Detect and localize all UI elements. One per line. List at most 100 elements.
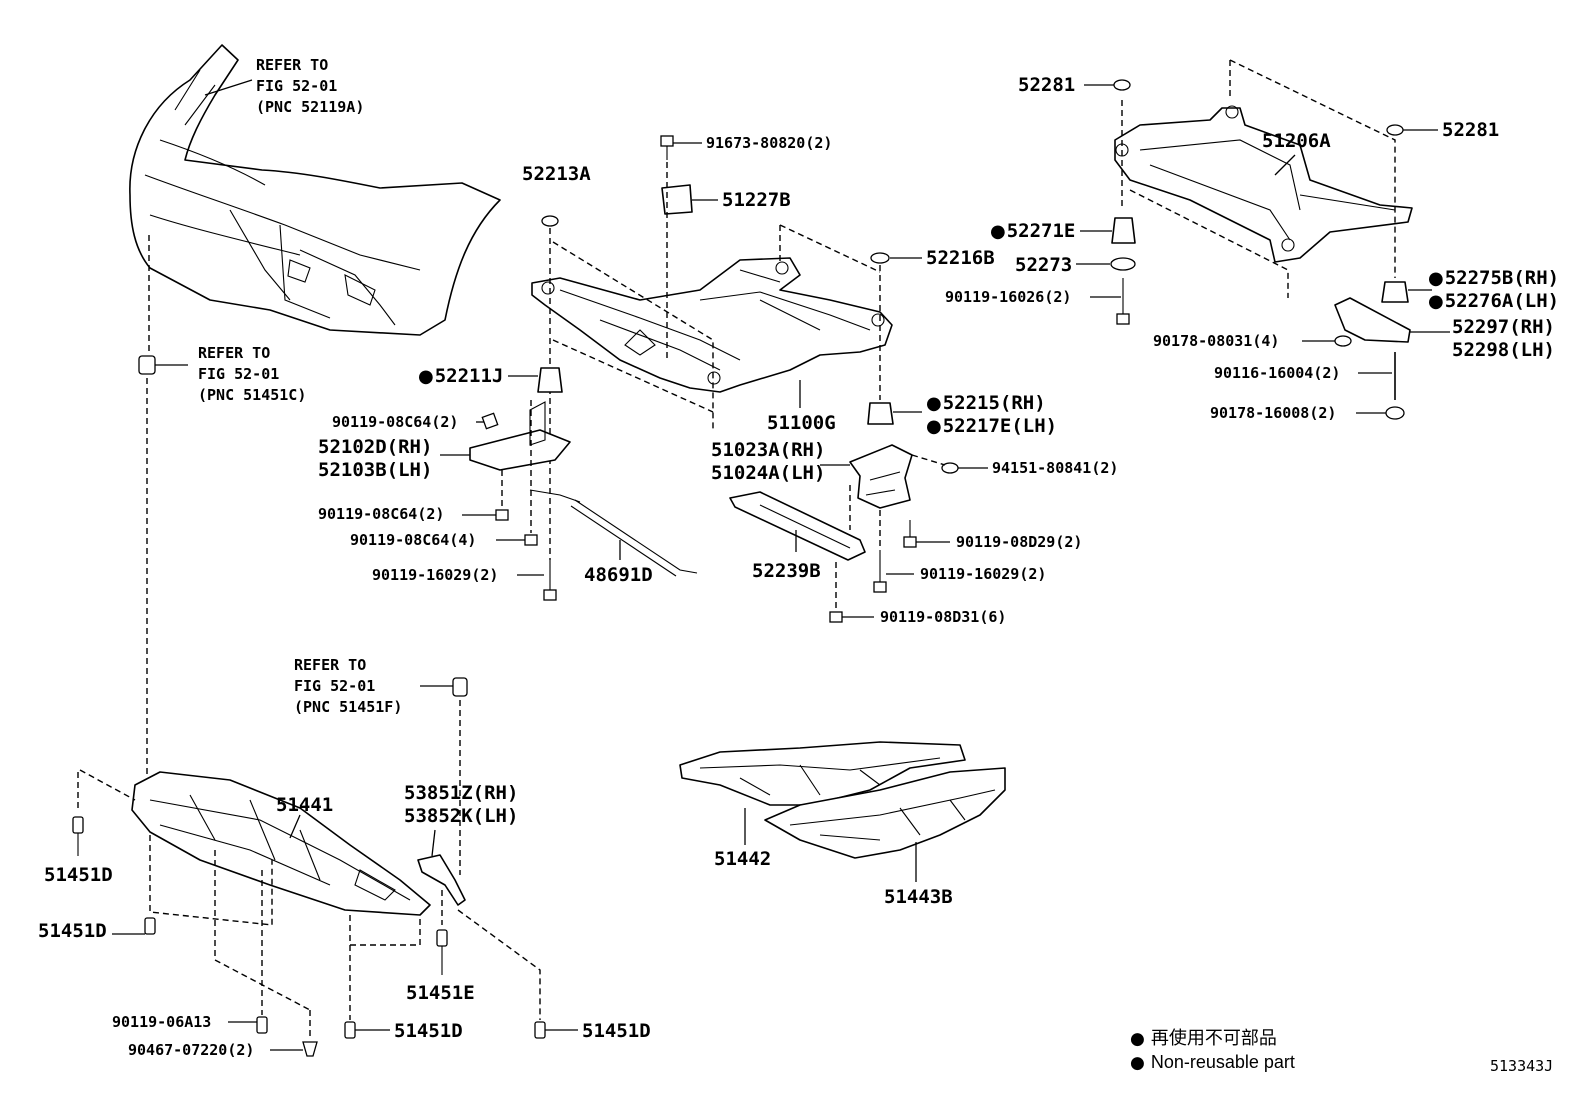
label-52211J-text: 52211J bbox=[434, 365, 504, 387]
non-reusable-dot: ● bbox=[990, 221, 1006, 242]
label-52215: ●52215(RH) bbox=[926, 394, 1046, 413]
front-bumper bbox=[129, 44, 501, 336]
refer-note-clip-lower: REFER TO FIG 52-01 (PNC 51451F) bbox=[294, 655, 402, 718]
dash-frame-left bbox=[552, 241, 714, 430]
bolt-90119-16026 bbox=[1090, 278, 1130, 325]
bracket-53851Z bbox=[417, 829, 466, 906]
dash-frame-top bbox=[779, 224, 881, 273]
label-51451D-a: 51451D bbox=[44, 864, 113, 886]
plate-52297 bbox=[1334, 297, 1450, 343]
refer-note-clip-upper-line3: (PNC 51451C) bbox=[198, 386, 307, 404]
bolt-90119-16029-a bbox=[517, 560, 557, 601]
plate-52239B bbox=[729, 491, 866, 561]
label-90116-16004: 90116-16004(2) bbox=[1214, 364, 1341, 382]
refer-note-clip-upper: REFER TO FIG 52-01 (PNC 51451C) bbox=[198, 343, 306, 406]
refer-note-clip-lower-line3: (PNC 51451F) bbox=[294, 698, 403, 716]
label-51451D-c: 51451D bbox=[394, 1020, 463, 1042]
bolt-90119-16029-b bbox=[873, 550, 914, 593]
bracket-51023A bbox=[820, 444, 913, 509]
label-91673-80820: 91673-80820(2) bbox=[706, 134, 833, 152]
label-52281-a: 52281 bbox=[1018, 74, 1076, 96]
clip-51451D-b bbox=[112, 917, 156, 935]
non-reusable-dot: ● bbox=[1428, 268, 1444, 289]
label-94151-80841: 94151-80841(2) bbox=[992, 459, 1119, 477]
non-reusable-dot: ● bbox=[1428, 291, 1444, 312]
refer-note-bumper: REFER TO FIG 52-01 (PNC 52119A) bbox=[256, 55, 364, 118]
washer-52213A bbox=[541, 215, 559, 227]
label-48691D: 48691D bbox=[584, 564, 653, 586]
nut-90178-08031 bbox=[1302, 335, 1352, 347]
label-52216B: 52216B bbox=[926, 247, 995, 269]
rear-crossmember bbox=[1114, 105, 1413, 263]
refer-note-clip-lower-line1: REFER TO bbox=[294, 656, 367, 674]
label-52217E: ●52217E(LH) bbox=[926, 417, 1057, 436]
label-51451D-b: 51451D bbox=[38, 920, 107, 942]
clip-90119-06A13 bbox=[228, 1016, 268, 1034]
label-51451E: 51451E bbox=[406, 982, 475, 1004]
legend-bullet: ● bbox=[1130, 1053, 1145, 1073]
under-cover-51441 bbox=[131, 771, 431, 916]
clip-51451D-a bbox=[72, 816, 84, 856]
legend-row-en: ●Non-reusable part bbox=[1130, 1050, 1295, 1074]
label-52297: 52297(RH) bbox=[1452, 316, 1555, 338]
non-reusable-dot: ● bbox=[926, 416, 942, 437]
front-crossmember bbox=[531, 257, 893, 408]
clip-51451D-c bbox=[344, 1021, 390, 1039]
refer-note-clip-upper-line2: FIG 52-01 bbox=[198, 365, 280, 383]
washer-52281-a bbox=[1084, 79, 1131, 91]
non-reusable-dot: ● bbox=[926, 393, 942, 414]
bolt-91673 bbox=[660, 135, 702, 160]
label-52281-b: 52281 bbox=[1442, 119, 1500, 141]
dash-51441-c bbox=[214, 850, 311, 1011]
label-90119-16026: 90119-16026(2) bbox=[945, 288, 1072, 306]
label-90119-16029-b: 90119-16029(2) bbox=[920, 565, 1047, 583]
non-reusable-dot: ● bbox=[418, 366, 434, 387]
label-90119-06A13: 90119-06A13 bbox=[112, 1013, 212, 1031]
label-51023A: 51023A(RH) bbox=[711, 439, 826, 461]
dash-rear-top bbox=[1229, 59, 1396, 278]
label-52275B-text: 52275B(RH) bbox=[1444, 267, 1560, 289]
dash-rear-low bbox=[1129, 189, 1289, 298]
label-90467-07220: 90467-07220(2) bbox=[128, 1041, 255, 1059]
refer-note-bumper-line1: REFER TO bbox=[256, 56, 329, 74]
legend-en: Non-reusable part bbox=[1150, 1052, 1295, 1072]
label-52275B: ●52275B(RH) bbox=[1428, 269, 1559, 288]
label-90119-08C64-c: 90119-08C64(4) bbox=[350, 531, 477, 549]
bolt-90119-08C64-a bbox=[476, 412, 499, 430]
clip-90467-07220 bbox=[270, 1041, 318, 1057]
label-51443B: 51443B bbox=[884, 886, 953, 908]
clip-upper-2 bbox=[420, 677, 468, 697]
label-52271E: ●52271E bbox=[990, 222, 1075, 241]
nut-90178-16008 bbox=[1356, 406, 1405, 420]
label-52213A: 52213A bbox=[522, 163, 591, 185]
label-90178-16008: 90178-16008(2) bbox=[1210, 404, 1337, 422]
label-53852K: 53852K(LH) bbox=[404, 805, 519, 827]
dash-51441-b bbox=[149, 835, 273, 926]
legend-jp: 再使用不可部品 bbox=[1150, 1028, 1277, 1048]
stud-90116-16004 bbox=[1358, 352, 1396, 400]
nut-94151 bbox=[941, 462, 988, 474]
label-90119-16029-a: 90119-16029(2) bbox=[372, 566, 499, 584]
clip-upper bbox=[138, 355, 188, 375]
dash-94151 bbox=[911, 454, 946, 466]
bushing-52211J bbox=[508, 367, 563, 393]
label-52298: 52298(LH) bbox=[1452, 339, 1555, 361]
label-51442: 51442 bbox=[714, 848, 772, 870]
dash-53851Z-b bbox=[457, 909, 541, 1020]
label-90178-08031: 90178-08031(4) bbox=[1153, 332, 1280, 350]
under-cover-51443B bbox=[764, 767, 1006, 882]
under-cover-51442 bbox=[679, 741, 966, 845]
label-52271E-text: 52271E bbox=[1006, 220, 1076, 242]
bushing-52271E bbox=[1080, 217, 1136, 244]
label-52102D: 52102D(RH) bbox=[318, 436, 433, 458]
label-51441: 51441 bbox=[276, 794, 334, 816]
cable-48691D bbox=[529, 489, 698, 577]
label-52276A-text: 52276A(LH) bbox=[1444, 290, 1560, 312]
label-53851Z: 53851Z(RH) bbox=[404, 782, 519, 804]
figure-code: 513343J bbox=[1490, 1057, 1554, 1075]
label-51451D-d: 51451D bbox=[582, 1020, 651, 1042]
refer-note-clip-upper-line1: REFER TO bbox=[198, 344, 271, 362]
bolt-90119-08C64-b bbox=[462, 509, 509, 521]
dash-51441-f bbox=[349, 915, 421, 946]
